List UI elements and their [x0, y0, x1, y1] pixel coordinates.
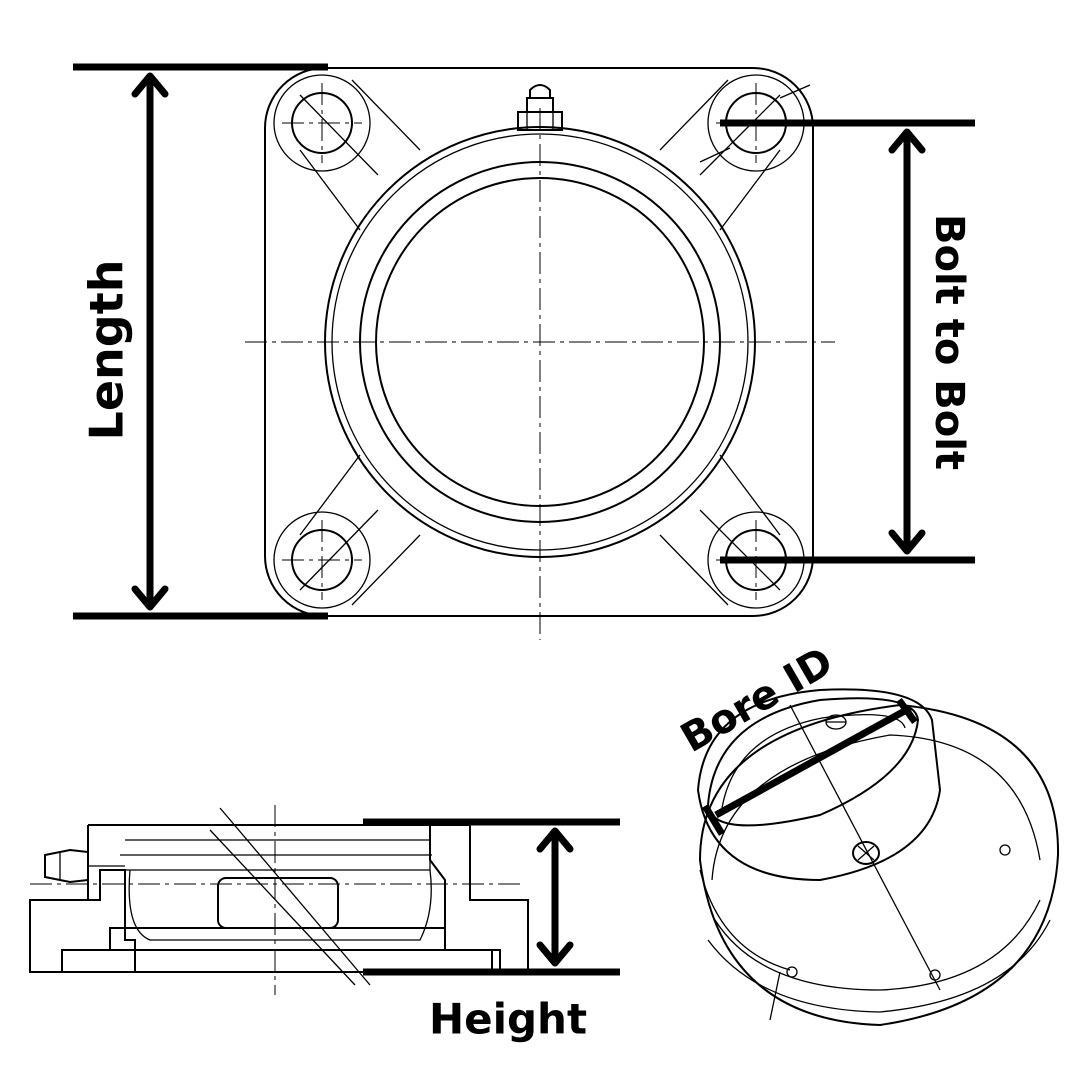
bolt-boss-top-left — [273, 74, 371, 172]
height-dimension — [363, 818, 620, 976]
arrow-up-icon — [536, 827, 574, 853]
bearing-insert-3d-view — [696, 688, 1060, 1027]
length-dimension — [73, 63, 328, 620]
set-screw-icon — [825, 714, 847, 730]
flange-side-section-view — [29, 805, 529, 995]
arrow-down-icon — [536, 941, 574, 967]
arrow-up-icon — [131, 72, 169, 98]
flange-top-view — [245, 67, 835, 640]
bore-id-dimension — [702, 697, 918, 836]
bolt-boss-bottom-left — [273, 511, 371, 609]
arrow-down-icon — [131, 585, 169, 611]
bolt-to-bolt-label: Bolt to Bolt — [926, 214, 972, 470]
set-screw-icon — [852, 841, 880, 865]
bolt-to-bolt-dimension — [720, 119, 975, 564]
outer-ring — [698, 703, 1060, 1027]
bore-opening — [706, 697, 920, 827]
length-label: Length — [80, 260, 134, 441]
arrow-up-icon — [888, 128, 926, 154]
inner-race — [696, 688, 942, 882]
grease-fitting-side-icon — [44, 848, 125, 884]
arrow-down-icon — [888, 529, 926, 555]
height-label: Height — [429, 995, 587, 1044]
